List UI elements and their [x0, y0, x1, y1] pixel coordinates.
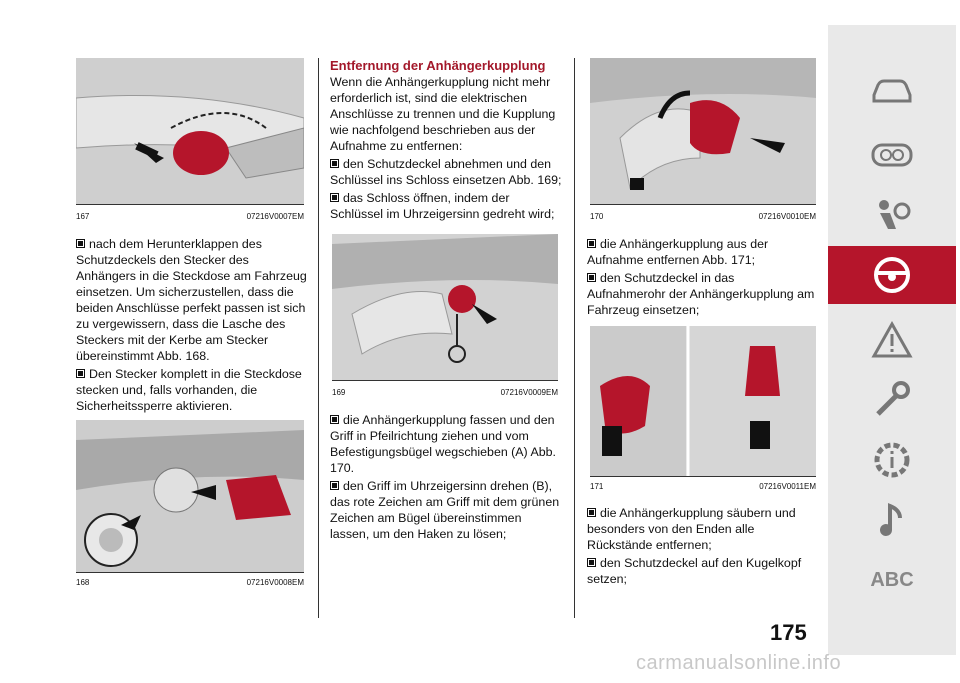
figure-168-illustration — [76, 420, 304, 572]
figure-170 — [590, 58, 816, 205]
sidebar-item-emergency[interactable] — [828, 315, 956, 365]
figure-169-illustration — [332, 234, 558, 380]
figure-code: 07216V0008EM — [246, 578, 304, 587]
bullet-text: die Anhängerkupplung säubern und besonde… — [587, 505, 815, 553]
figure-code: 07216V0009EM — [500, 388, 558, 397]
figure-167 — [76, 58, 304, 205]
figure-168-caption: 168 07216V0008EM — [76, 578, 304, 587]
figure-170-illustration — [590, 58, 816, 204]
bullet-text: den Schutzdeckel abnehmen und den Schlüs… — [330, 157, 562, 187]
figure-168 — [76, 420, 304, 573]
bullet-text: die Anhängerkupplung aus der Aufnahme en… — [587, 236, 815, 268]
figure-number: 167 — [76, 212, 90, 221]
intro-text: Wenn die Anhängerkupplung nicht mehr erf… — [330, 75, 556, 153]
figure-number: 171 — [590, 482, 604, 491]
figure-code: 07216V0007EM — [246, 212, 304, 221]
figure-167-caption: 167 07216V0007EM — [76, 212, 304, 221]
column-2-text-bottom: die Anhängerkupplung fassen und den Grif… — [330, 412, 562, 544]
bullet-text: den Griff im Uhrzeigersinn drehen (B), d… — [330, 478, 562, 542]
sidebar-item-maintenance[interactable] — [828, 375, 956, 425]
car-icon — [872, 79, 912, 103]
sidebar-item-dashboard[interactable] — [828, 130, 956, 180]
column-3-text-top: die Anhängerkupplung aus der Aufnahme en… — [587, 236, 815, 320]
figure-code: 07216V0011EM — [759, 482, 816, 491]
airbag-icon — [879, 200, 911, 229]
music-note-icon — [880, 503, 902, 536]
bullet-text: das Schloss öffnen, indem der Schlüssel … — [330, 190, 562, 222]
sidebar-item-multimedia[interactable] — [828, 495, 956, 545]
bullet-text: Den Stecker komplett in die Steckdose st… — [76, 366, 310, 414]
bullet-text: den Schutzdeckel in das Aufnahmerohr der… — [587, 271, 815, 317]
sidebar-item-driving[interactable] — [828, 246, 956, 304]
figure-number: 169 — [332, 388, 346, 397]
column-divider — [574, 58, 575, 618]
figure-number: 168 — [76, 578, 90, 587]
chapter-sidebar: ABC — [828, 25, 956, 655]
column-3-text-bottom: die Anhängerkupplung säubern und besonde… — [587, 505, 815, 589]
watermark: carmanualsonline.info — [636, 652, 842, 674]
figure-code: 07216V0010EM — [758, 212, 816, 221]
figure-169-caption: 169 07216V0009EM — [332, 388, 558, 397]
wrench-icon — [876, 381, 910, 416]
column-divider — [318, 58, 319, 618]
abc-index-label: ABC — [870, 568, 914, 591]
figure-number: 170 — [590, 212, 604, 221]
column-2-text-top: Entfernung der Anhängerkupplung Wenn die… — [330, 58, 562, 224]
column-1-text: nach dem Herunterklappen des Schutzdecke… — [76, 236, 310, 416]
steering-wheel-icon — [874, 257, 910, 293]
page-number: 175 — [770, 620, 807, 645]
sidebar-item-safety[interactable] — [828, 190, 956, 240]
figure-170-caption: 170 07216V0010EM — [590, 212, 816, 221]
figure-171-caption: 171 07216V0011EM — [590, 482, 816, 491]
section-heading: Entfernung der Anhängerkupplung — [330, 58, 546, 73]
sidebar-item-index[interactable]: ABC — [828, 560, 956, 600]
figure-171 — [590, 326, 816, 477]
sidebar-item-car[interactable] — [828, 65, 956, 115]
bullet-text: die Anhängerkupplung fassen und den Grif… — [330, 412, 562, 476]
bullet-text: nach dem Herunterklappen des Schutzdecke… — [76, 236, 310, 364]
sidebar-item-technical-data[interactable] — [828, 435, 956, 485]
figure-167-illustration — [76, 58, 304, 204]
dashboard-icon — [871, 143, 913, 167]
bullet-text: den Schutzdeckel auf den Kugelkopf setze… — [587, 555, 815, 587]
gear-info-icon — [874, 442, 910, 478]
warning-triangle-icon — [871, 320, 913, 358]
figure-169 — [332, 234, 558, 381]
figure-171-illustration — [590, 326, 816, 476]
